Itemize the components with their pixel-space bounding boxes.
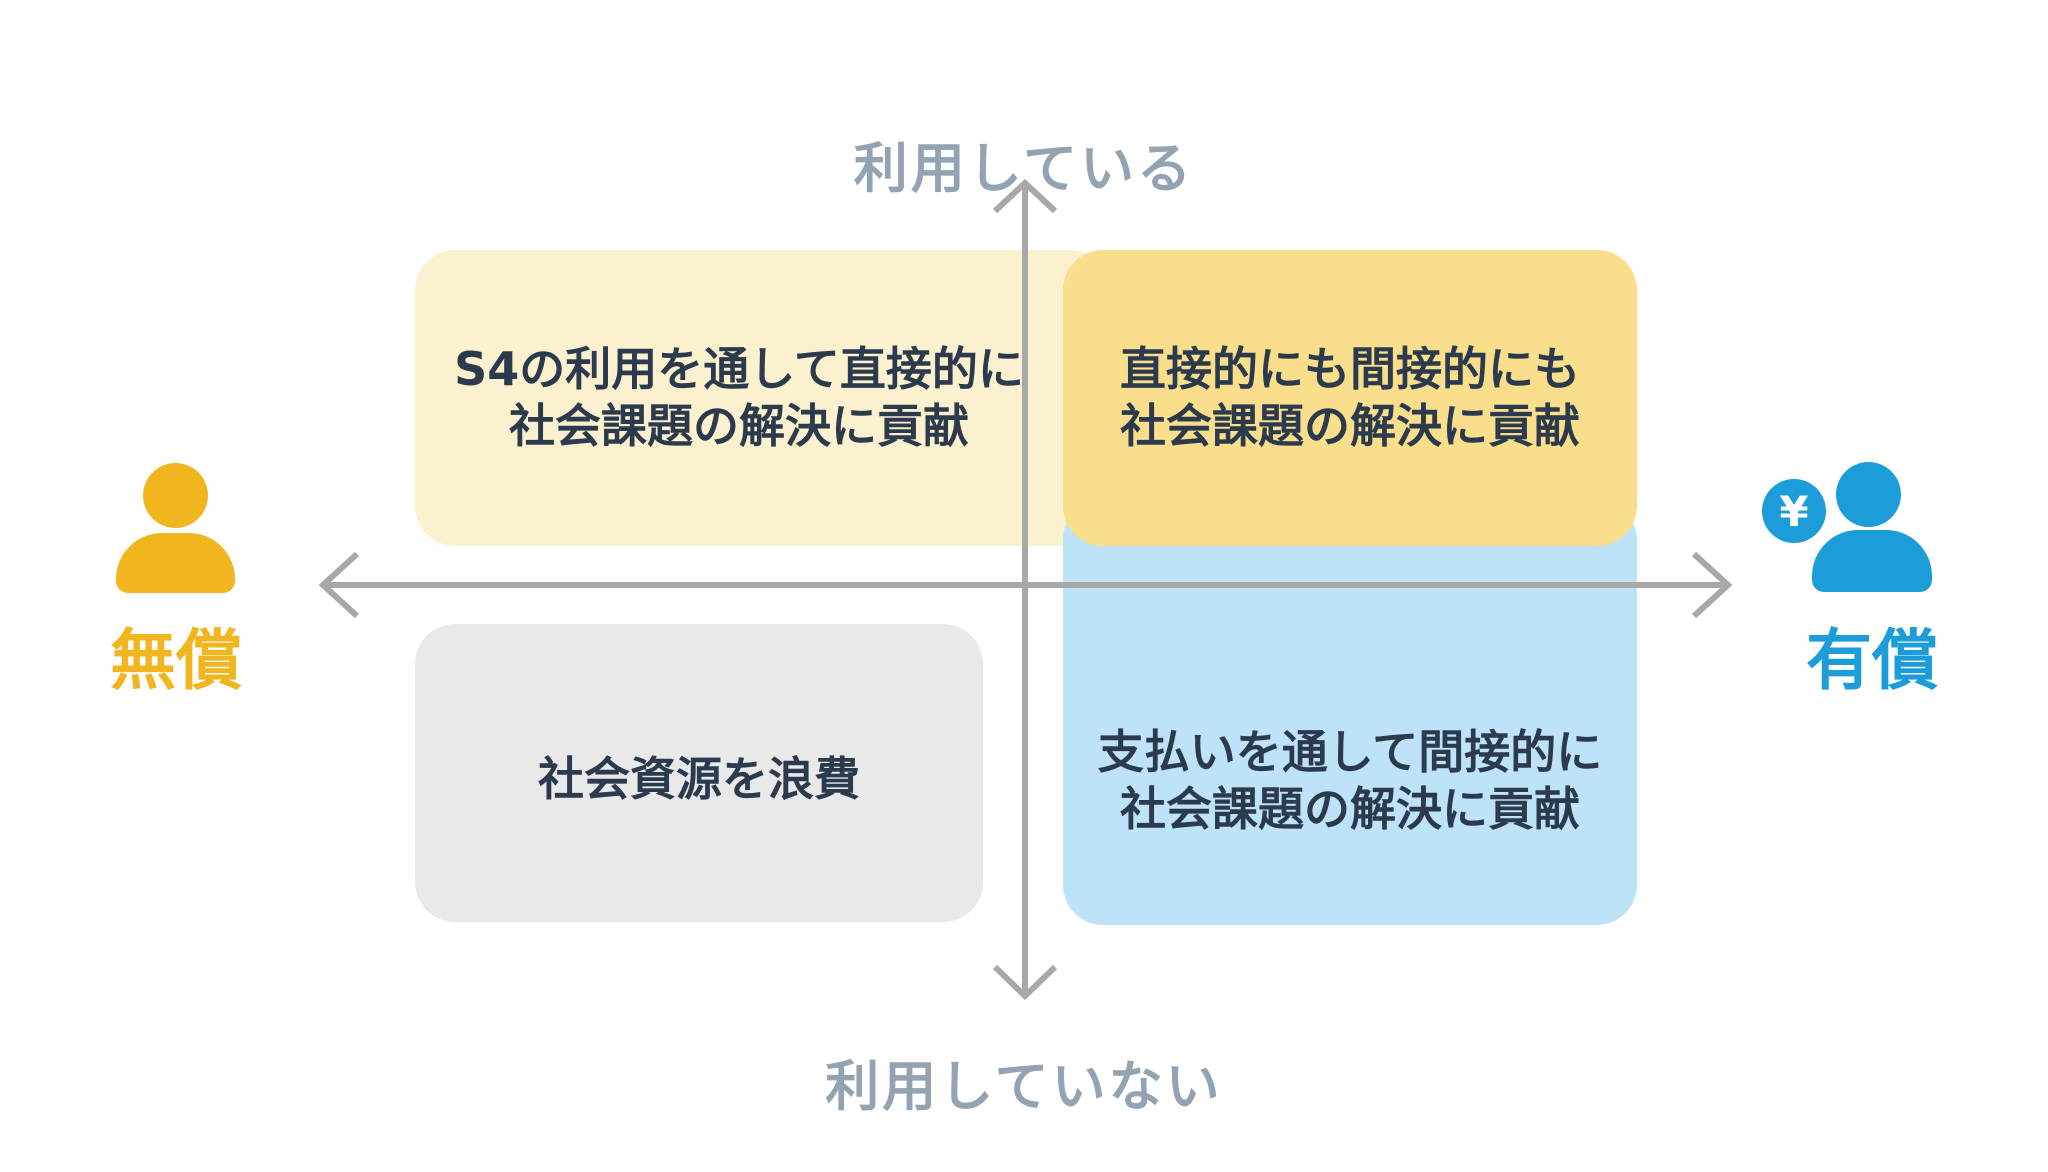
axis-arrow-down-icon xyxy=(992,964,1058,1001)
axis-top-label: 利用している xyxy=(853,137,1195,200)
quadrant-top-left-box xyxy=(415,250,1110,546)
left-actor-label: 無償 xyxy=(110,622,242,699)
quadrant-top-left-line2: 社会課題の解決に貢献 xyxy=(509,399,969,453)
quadrant-bottom-right-text: 支払いを通して間接的に 社会課題の解決に貢献 xyxy=(1063,546,1637,925)
person-yen-icon: ¥ xyxy=(1762,460,1934,594)
quadrant-bottom-right-line1: 支払いを通して間接的に xyxy=(1097,724,1603,779)
quadrant-top-left-text: S4の利用を通して直接的に 社会課題の解決に貢献 xyxy=(415,250,1063,546)
person-head-icon xyxy=(143,463,208,528)
person-icon xyxy=(116,462,236,594)
right-actor-label: 有償 xyxy=(1806,622,1938,699)
quadrant-top-right-line2: 社会課題の解決に貢献 xyxy=(1120,399,1580,453)
person-torso-icon xyxy=(1812,530,1932,592)
quadrant-top-right-line1: 直接的にも間接的にも xyxy=(1120,342,1580,396)
quadrant-bottom-right-line2: 社会課題の解決に貢献 xyxy=(1120,781,1580,836)
axis-arrow-left-icon xyxy=(318,551,360,619)
person-head-icon xyxy=(1836,462,1901,527)
quadrant-bottom-left-text: 社会資源を浪費 xyxy=(415,624,983,922)
quadrant-bottom-left-box xyxy=(415,624,983,922)
axis-bottom-label: 利用していない xyxy=(825,1055,1223,1118)
yen-badge-icon: ¥ xyxy=(1762,479,1826,543)
quadrant-bottom-right-box xyxy=(1063,500,1637,925)
quadrant-bottom-left-line1: 社会資源を浪費 xyxy=(538,751,860,806)
person-torso-icon xyxy=(116,533,235,593)
quadrant-top-right-text: 直接的にも間接的にも 社会課題の解決に貢献 xyxy=(1063,250,1637,546)
axis-arrow-right-icon xyxy=(1691,551,1733,619)
quadrant-top-right-box xyxy=(1063,250,1637,546)
quadrant-top-left-line1: S4の利用を通して直接的に xyxy=(454,342,1024,396)
